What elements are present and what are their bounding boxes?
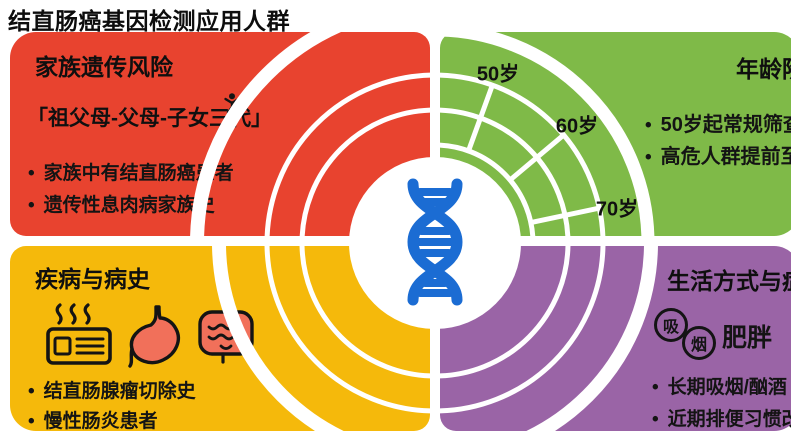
family-risk-bullet: 家族中有结直肠癌患者 — [28, 158, 234, 185]
disease-bullet: 结直肠腺瘤切除史 — [28, 376, 196, 403]
person-icon — [224, 93, 240, 114]
quadrant-disease-history: 疾病与病史 结直肠腺瘤切除史 慢性肠炎患者 — [10, 246, 430, 433]
lifestyle-bullet: 长期吸烟/酗酒 — [652, 372, 787, 399]
disease-history-title: 疾病与病史 — [35, 266, 150, 292]
age-bullet: 高危人群提前至 — [645, 140, 791, 169]
lifestyle-title: 生活方式与症 — [667, 268, 791, 294]
age-title: 年龄阶 — [736, 56, 791, 82]
medical-record-icon — [46, 303, 112, 365]
disease-bullet: 慢性肠炎患者 — [28, 406, 158, 433]
age-bullet: 50岁起常规筛查 — [645, 108, 791, 137]
quadrant-lifestyle: 生活方式与症 吸 烟 肥胖 长期吸烟/酗酒 近期排便习惯改 — [440, 246, 791, 431]
age-ring-label-70: 70岁 — [595, 198, 639, 221]
family-risk-bullet: 遗传性息肉病家族史 — [28, 190, 215, 217]
age-ring-label-50: 50岁 — [476, 63, 520, 86]
page-title: 结直肠癌基因检测应用人群 — [8, 8, 290, 34]
quadrant-family-risk: 家族遗传风险 「祖父母-父母-子女三代」 家族中有结直肠癌患者 遗传性息肉病家族… — [10, 32, 430, 236]
intestine-icon — [198, 310, 254, 364]
lifestyle-bullet: 近期排便习惯改 — [652, 404, 791, 431]
obesity-label: 肥胖 — [722, 324, 773, 352]
smoking-icon: 烟 — [682, 326, 716, 360]
family-risk-title: 家族遗传风险 — [35, 54, 173, 80]
stomach-icon — [128, 305, 181, 368]
age-ring-label-60: 60岁 — [555, 115, 599, 138]
